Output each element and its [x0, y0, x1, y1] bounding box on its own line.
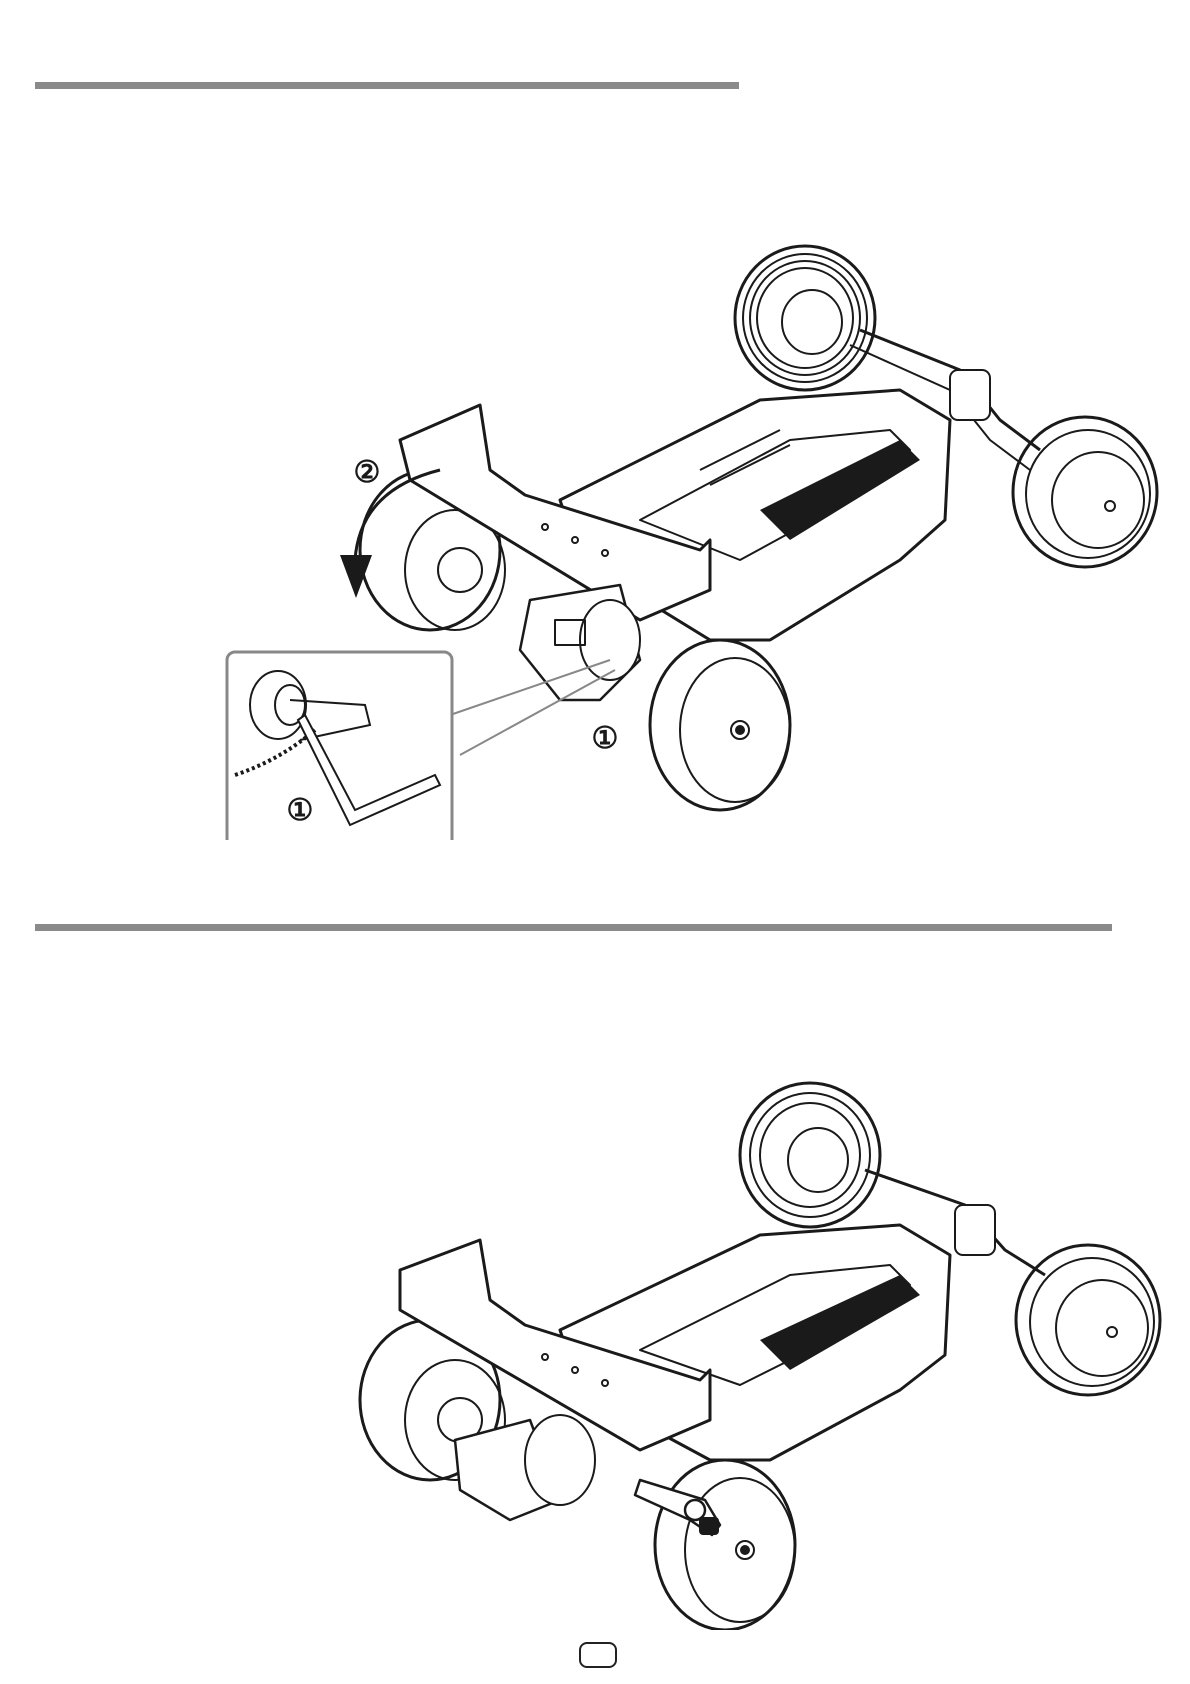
front-left-wheel — [1013, 417, 1157, 567]
section-divider-top — [35, 82, 739, 89]
section-divider-bottom — [35, 924, 1112, 931]
front-right-wheel — [740, 1083, 880, 1227]
step-2-callout: ② — [354, 456, 381, 489]
rear-right-wheel — [650, 640, 790, 810]
front-left-wheel — [1016, 1245, 1160, 1395]
step-1-callout-inset: ① — [287, 794, 314, 827]
step-1-callout-main: ① — [592, 722, 619, 755]
inset-detail-box — [227, 652, 452, 840]
figure-buggy-wheel-nut-removal — [0, 1070, 1190, 1630]
rear-right-wheel — [655, 1460, 795, 1630]
front-right-wheel — [735, 246, 875, 390]
page-number-badge — [579, 1642, 617, 1668]
figure-buggy-rear-hub-removal: ② ① ① — [0, 240, 1190, 840]
